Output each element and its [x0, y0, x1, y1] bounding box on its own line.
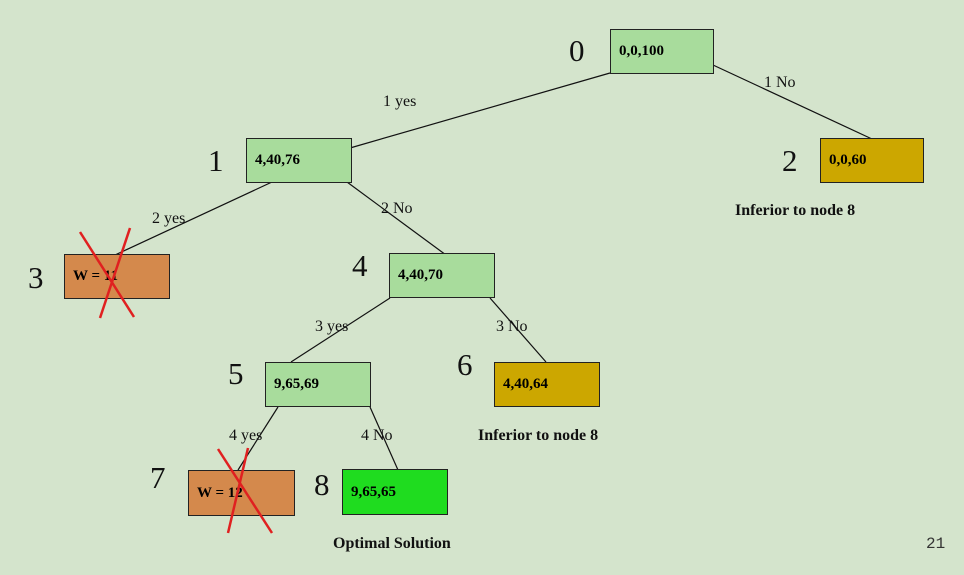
- node-number-0: 0: [569, 33, 585, 68]
- edge-label-2-no: 2 No: [381, 200, 413, 217]
- edge-4-6: [489, 297, 547, 363]
- slide-number: 21: [926, 535, 946, 553]
- edge-0-2: [712, 64, 873, 140]
- node-8: 9,65,65: [342, 469, 448, 515]
- cross-icon-node-3: [78, 227, 136, 319]
- node-number-3: 3: [28, 260, 44, 295]
- edge-label-1-no: 1 No: [764, 74, 796, 91]
- edge-label-2-yes: 2 yes: [152, 210, 186, 227]
- node-6: 4,40,64: [494, 362, 600, 407]
- edge-4-5: [290, 297, 391, 363]
- node-3: W = 11: [64, 254, 170, 299]
- node-1: 4,40,76: [246, 138, 352, 183]
- node-6-note: Inferior to node 8: [478, 427, 599, 444]
- edge-5-8: [369, 406, 399, 471]
- cross-icon-node-7: [216, 447, 274, 534]
- edge-1-4: [346, 181, 447, 256]
- edge-label-4-no: 4 No: [361, 427, 393, 444]
- node-2-note: Inferior to node 8: [735, 202, 856, 219]
- node-number-6: 6: [457, 347, 473, 382]
- node-number-2: 2: [782, 143, 798, 178]
- node-5: 9,65,69: [265, 362, 371, 407]
- node-4: 4,40,70: [389, 253, 495, 298]
- optimal-solution-note: Optimal Solution: [333, 535, 451, 552]
- node-number-1: 1: [208, 143, 224, 178]
- node-0: 0,0,100: [610, 29, 714, 74]
- edge-label-1-yes: 1 yes: [383, 93, 417, 110]
- node-number-7: 7: [150, 460, 166, 495]
- node-number-4: 4: [352, 248, 368, 283]
- edge-label-4-yes: 4 yes: [229, 427, 263, 444]
- edge-1-3: [114, 181, 273, 256]
- node-number-5: 5: [228, 356, 244, 391]
- edge-0-1: [349, 72, 611, 149]
- node-number-8: 8: [314, 467, 330, 502]
- edge-label-3-no: 3 No: [496, 318, 528, 335]
- node-2: 0,0,60: [820, 138, 924, 183]
- edge-label-3-yes: 3 yes: [315, 318, 349, 335]
